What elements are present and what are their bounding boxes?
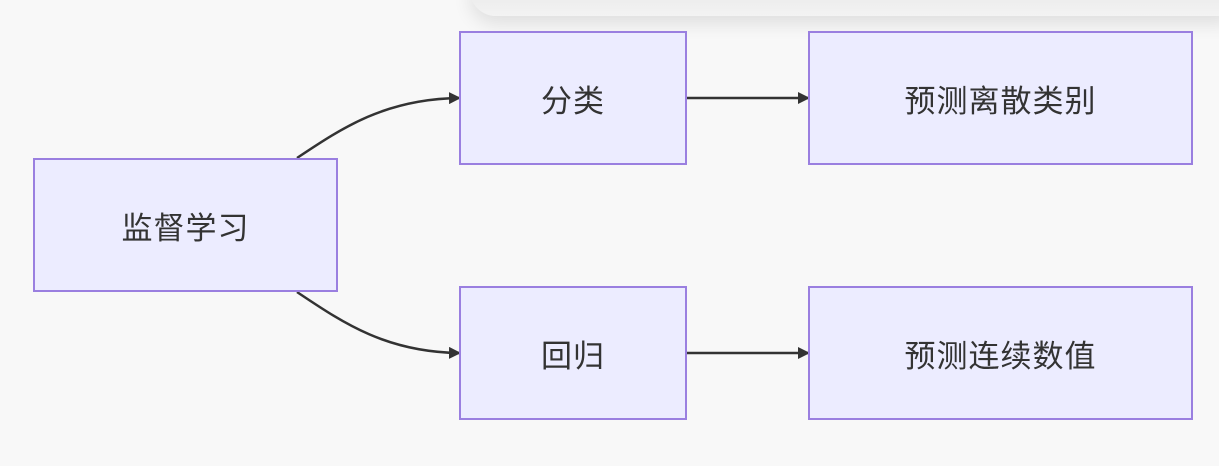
node-classification: 分类: [459, 31, 687, 165]
top-shadow-strip: [470, 0, 1219, 16]
edge-root-to-regression: [296, 290, 461, 359]
node-supervised-learning: 监督学习: [33, 158, 338, 292]
edge-root-to-classification: [296, 92, 461, 160]
node-label: 回归: [541, 338, 605, 375]
node-label: 分类: [541, 83, 605, 120]
node-predict-continuous-values: 预测连续数值: [808, 286, 1193, 420]
node-label: 预测连续数值: [904, 338, 1097, 375]
node-regression: 回归: [459, 286, 687, 420]
node-predict-discrete-classes: 预测离散类别: [808, 31, 1193, 165]
node-label: 预测离散类别: [904, 83, 1097, 120]
node-label: 监督学习: [121, 210, 250, 247]
